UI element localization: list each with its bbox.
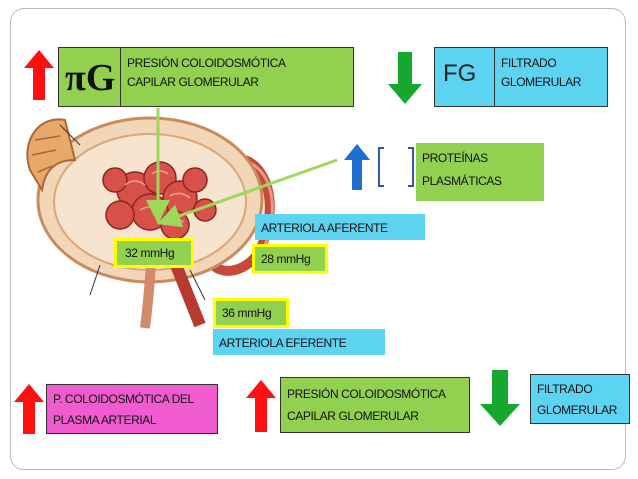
colloid-pressure-box: πG PRESIÓN COLOIDOSMÓTICA CAPILAR GLOMER…: [58, 47, 354, 107]
efferent-label-box: ARTERIOLA EFERENTE: [213, 329, 385, 355]
pressure-label-line2: CAPILAR GLOMERULAR: [127, 74, 259, 89]
plasma-colloid-box: P. COLOIDOSMÓTICA DEL PLASMA ARTERIAL: [46, 384, 218, 434]
pi-g-cell: πG: [59, 48, 121, 106]
capillary-line1: PRESIÓN COLOIDOSMÓTICA: [287, 387, 446, 401]
pointer-arrow-proteins: [156, 158, 338, 228]
plasma-line2: PLASMA ARTERIAL: [53, 413, 157, 427]
pointer-line-3: [189, 269, 206, 301]
filtrate-line1: FILTRADO: [537, 382, 593, 396]
pressure-28-label: 28 mmHg: [261, 252, 311, 266]
up-arrow-icon: [24, 50, 54, 100]
pressure-32-label: 32 mmHg: [125, 246, 175, 260]
fg-label-line1: FILTRADO: [501, 56, 557, 70]
pointer-line-1: [59, 124, 81, 146]
proteins-line2: PLASMÁTICAS: [422, 173, 502, 188]
tubule-cells: [31, 135, 61, 173]
fg-symbol: FG: [443, 60, 477, 87]
fg-label-line2: GLOMERULAR: [501, 74, 582, 89]
proteins-box: PROTEÍNAS PLASMÁTICAS: [416, 143, 544, 201]
afferent-label: ARTERIOLA AFERENTE: [261, 221, 388, 235]
tubule-left: [26, 118, 77, 193]
pressure-label-line1: PRESIÓN COLOIDOSMÓTICA: [127, 56, 286, 70]
pressure-label-cell: PRESIÓN COLOIDOSMÓTICA CAPILAR GLOMERULA…: [127, 48, 353, 106]
pi-g-symbol: πG: [65, 57, 116, 99]
bracket-icon: [378, 147, 414, 187]
bottom-up-arrow-icon-1: [14, 384, 44, 434]
pressure-32-box: 32 mmHg: [114, 238, 194, 268]
blue-up-arrow-icon: [344, 144, 370, 190]
filtrate-line2: GLOMERULAR: [537, 403, 618, 417]
bottom-filtrate-box: FILTRADO GLOMERULAR: [530, 374, 630, 424]
pressure-36-box: 36 mmHg: [213, 298, 289, 328]
bottom-up-arrow-icon-2: [246, 380, 276, 432]
down-arrow-icon: [388, 52, 422, 104]
pressure-36-label: 36 mmHg: [222, 306, 272, 320]
plasma-line1: P. COLOIDOSMÓTICA DEL: [53, 392, 194, 406]
fg-cell: FG: [435, 48, 495, 106]
fg-box: FG FILTRADO GLOMERULAR: [434, 47, 608, 107]
pointer-line-2: [89, 264, 101, 296]
efferent-label: ARTERIOLA EFERENTE: [219, 336, 347, 350]
proteins-line1: PROTEÍNAS: [422, 151, 488, 165]
bottom-down-arrow-icon: [480, 370, 520, 426]
capillary-line2: CAPILAR GLOMERULAR: [287, 408, 419, 423]
afferent-label-box: ARTERIOLA AFERENTE: [255, 214, 425, 240]
pressure-28-box: 28 mmHg: [252, 244, 328, 274]
fg-label-cell: FILTRADO GLOMERULAR: [501, 48, 607, 106]
capillary-pressure-box: PRESIÓN COLOIDOSMÓTICA CAPILAR GLOMERULA…: [280, 377, 470, 433]
